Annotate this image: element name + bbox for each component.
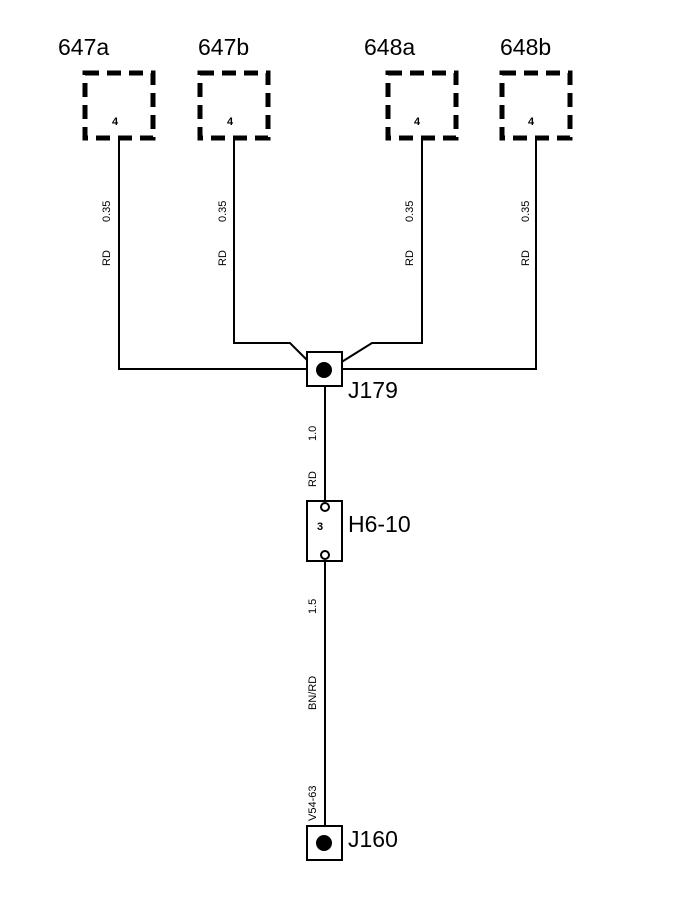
connector-h6-10-pin-top bbox=[320, 502, 330, 512]
wire-648a-size: 0.35 bbox=[404, 201, 416, 222]
connector-648a-pin: 4 bbox=[414, 116, 421, 128]
splice-j179: J179 bbox=[306, 351, 398, 403]
wire-648a bbox=[339, 138, 423, 364]
wire-h6-j160-ref: V54-63 bbox=[307, 786, 319, 821]
splice-j160: J160 bbox=[306, 825, 398, 861]
connector-648b-box bbox=[499, 70, 573, 141]
wire-label-647b: 0.35 RD bbox=[217, 201, 229, 266]
connector-647a-box bbox=[82, 70, 156, 141]
connector-647a-label: 647a bbox=[58, 34, 109, 60]
wire-648b-size: 0.35 bbox=[520, 201, 532, 222]
wire-label-648b: 0.35 RD bbox=[520, 201, 532, 266]
wire-h6-j160-size: 1.5 bbox=[307, 599, 319, 614]
wire-label-648a: 0.35 RD bbox=[404, 201, 416, 266]
splice-j160-dot bbox=[316, 835, 332, 851]
connector-648a-box bbox=[385, 70, 459, 141]
connector-647b-pin: 4 bbox=[227, 116, 234, 128]
splice-j160-label: J160 bbox=[348, 826, 398, 852]
connector-648a: 648a 4 bbox=[364, 34, 459, 141]
wire-648b-color: RD bbox=[520, 250, 532, 266]
splice-j179-dot bbox=[316, 362, 332, 378]
connector-h6-10-pin: 3 bbox=[317, 521, 323, 533]
connector-647a-pin: 4 bbox=[112, 116, 119, 128]
connector-647b: 647b 4 bbox=[197, 34, 271, 141]
wire-j179-h6-color: RD bbox=[307, 471, 319, 487]
connector-648a-label: 648a bbox=[364, 34, 415, 60]
connector-647b-label: 647b bbox=[198, 34, 249, 60]
connector-647a: 647a 4 bbox=[58, 34, 156, 141]
wire-647a-size: 0.35 bbox=[101, 201, 113, 222]
connector-h6-10: 3 H6-10 bbox=[306, 500, 411, 562]
connector-h6-10-pin-bottom bbox=[320, 550, 330, 560]
wire-647a bbox=[118, 138, 308, 370]
wire-648a-color: RD bbox=[404, 250, 416, 266]
connector-647b-box bbox=[197, 70, 271, 141]
connector-h6-10-label: H6-10 bbox=[348, 511, 411, 537]
splice-j179-label: J179 bbox=[348, 377, 398, 403]
wire-647b bbox=[233, 138, 311, 364]
wire-label-647a: 0.35 RD bbox=[101, 201, 113, 266]
wire-647a-color: RD bbox=[101, 250, 113, 266]
connector-648b: 648b 4 bbox=[499, 34, 573, 141]
wire-647b-color: RD bbox=[217, 250, 229, 266]
wire-h6-j160-color: BN/RD bbox=[307, 676, 319, 710]
wire-j179-h6-size: 1.0 bbox=[307, 426, 319, 441]
wire-648b bbox=[342, 138, 537, 370]
wire-647b-size: 0.35 bbox=[217, 201, 229, 222]
connector-648b-pin: 4 bbox=[528, 116, 535, 128]
connector-648b-label: 648b bbox=[500, 34, 551, 60]
